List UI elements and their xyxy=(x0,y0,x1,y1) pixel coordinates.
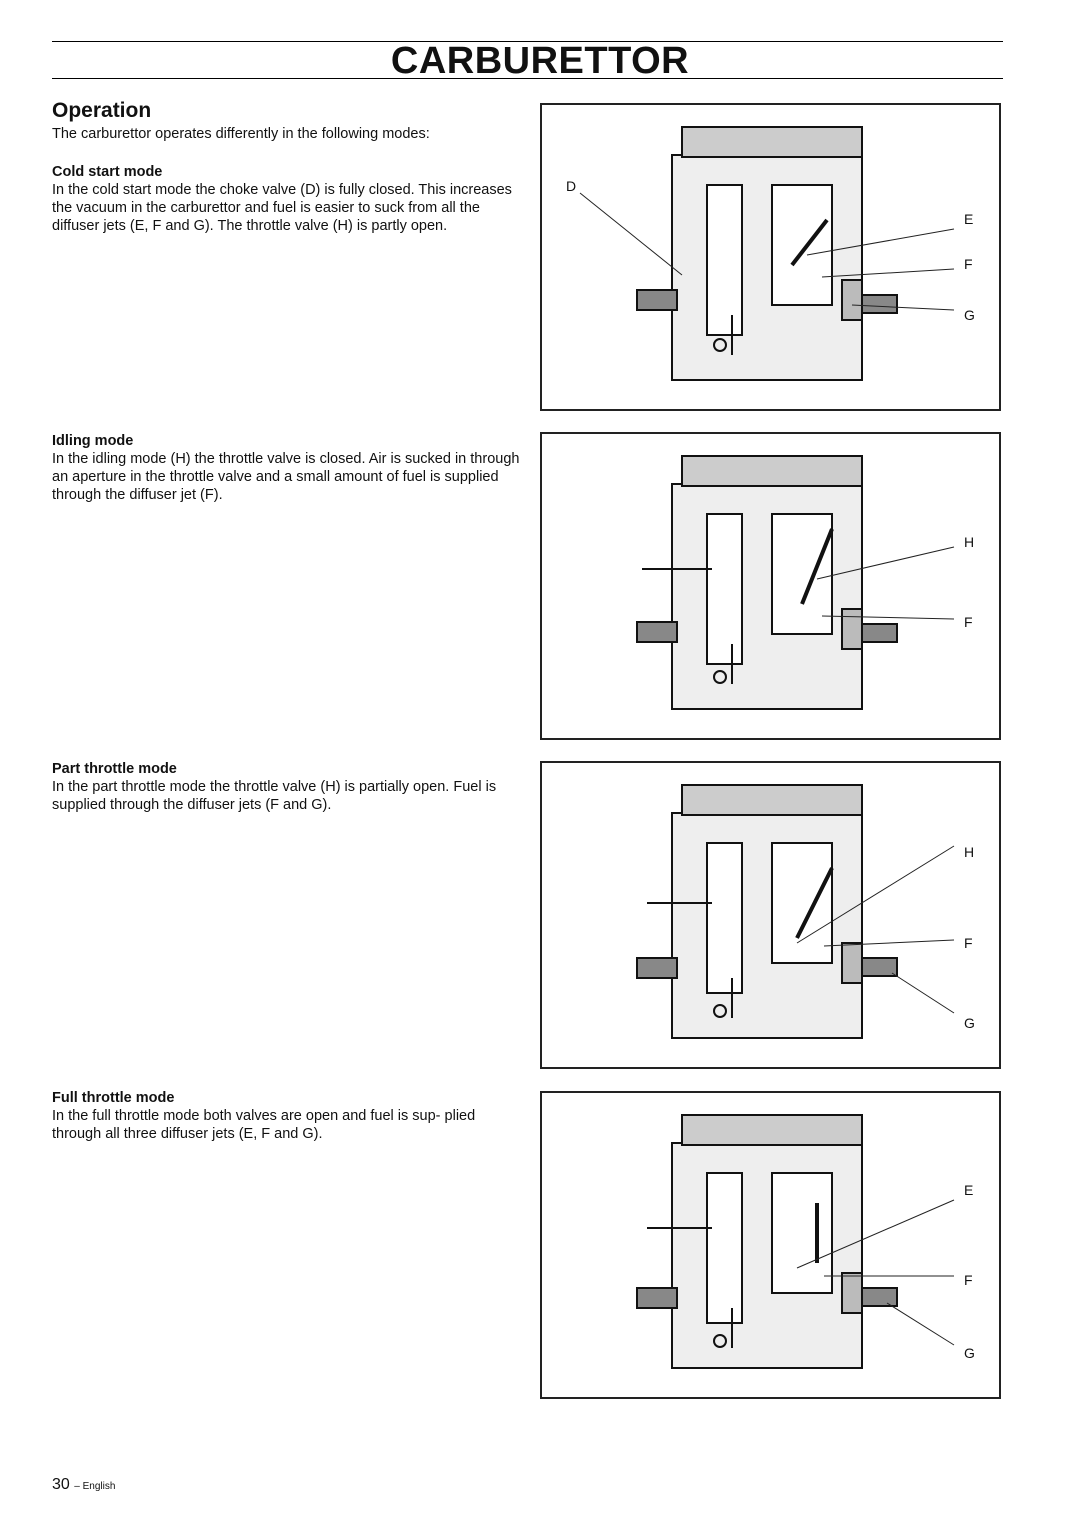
idling-section: Idling mode In the idling mode (H) the t… xyxy=(52,432,520,504)
idling-diagram: H F xyxy=(540,432,1001,740)
page-number: 30 xyxy=(52,1476,70,1493)
full-throttle-section: Full throttle mode In the full throttle … xyxy=(52,1089,520,1143)
cold-start-title: Cold start mode xyxy=(52,164,163,180)
idling-title: Idling mode xyxy=(52,433,134,449)
footer-language: – English xyxy=(74,1481,116,1492)
cold-start-section: Cold start mode In the cold start mode t… xyxy=(52,163,520,235)
section-heading: Operation xyxy=(52,99,152,122)
full-throttle-text: In the full throttle mode both valves ar… xyxy=(52,1108,476,1142)
carburettor-drawing: E F G xyxy=(636,1114,975,1369)
part-throttle-text: In the part throttle mode the throttle v… xyxy=(52,779,497,813)
label-d: D xyxy=(566,178,576,194)
label-f: F xyxy=(964,614,973,630)
carburettor-drawing: H F G xyxy=(636,784,975,1039)
label-e: E xyxy=(964,1182,973,1198)
part-throttle-diagram: H F G xyxy=(540,761,1001,1069)
full-throttle-title: Full throttle mode xyxy=(52,1090,175,1106)
part-throttle-section: Part throttle mode In the part throttle … xyxy=(52,760,520,814)
idling-text: In the idling mode (H) the throttle valv… xyxy=(52,451,520,503)
full-throttle-diagram: E F G xyxy=(540,1091,1001,1399)
page-title: CARBURETTOR xyxy=(390,40,690,82)
carburettor-drawing: D E F G xyxy=(566,126,975,381)
cold-start-diagram: D E F G xyxy=(540,103,1001,411)
page-footer: 30 – English xyxy=(52,1476,115,1494)
label-h: H xyxy=(964,844,974,860)
label-f: F xyxy=(964,1272,973,1288)
top-rule xyxy=(52,41,1003,42)
label-h: H xyxy=(964,534,974,550)
intro-text: The carburettor operates differently in … xyxy=(52,126,430,142)
title-underline-rule xyxy=(52,78,1003,79)
part-throttle-title: Part throttle mode xyxy=(52,761,177,777)
carburettor-drawing: H F xyxy=(636,455,974,710)
label-g: G xyxy=(964,1345,975,1361)
label-g: G xyxy=(964,307,975,323)
cold-start-text: In the cold start mode the choke valve (… xyxy=(52,182,512,234)
label-f: F xyxy=(964,256,973,272)
label-g: G xyxy=(964,1015,975,1031)
label-f: F xyxy=(964,935,973,951)
label-e: E xyxy=(964,211,973,227)
